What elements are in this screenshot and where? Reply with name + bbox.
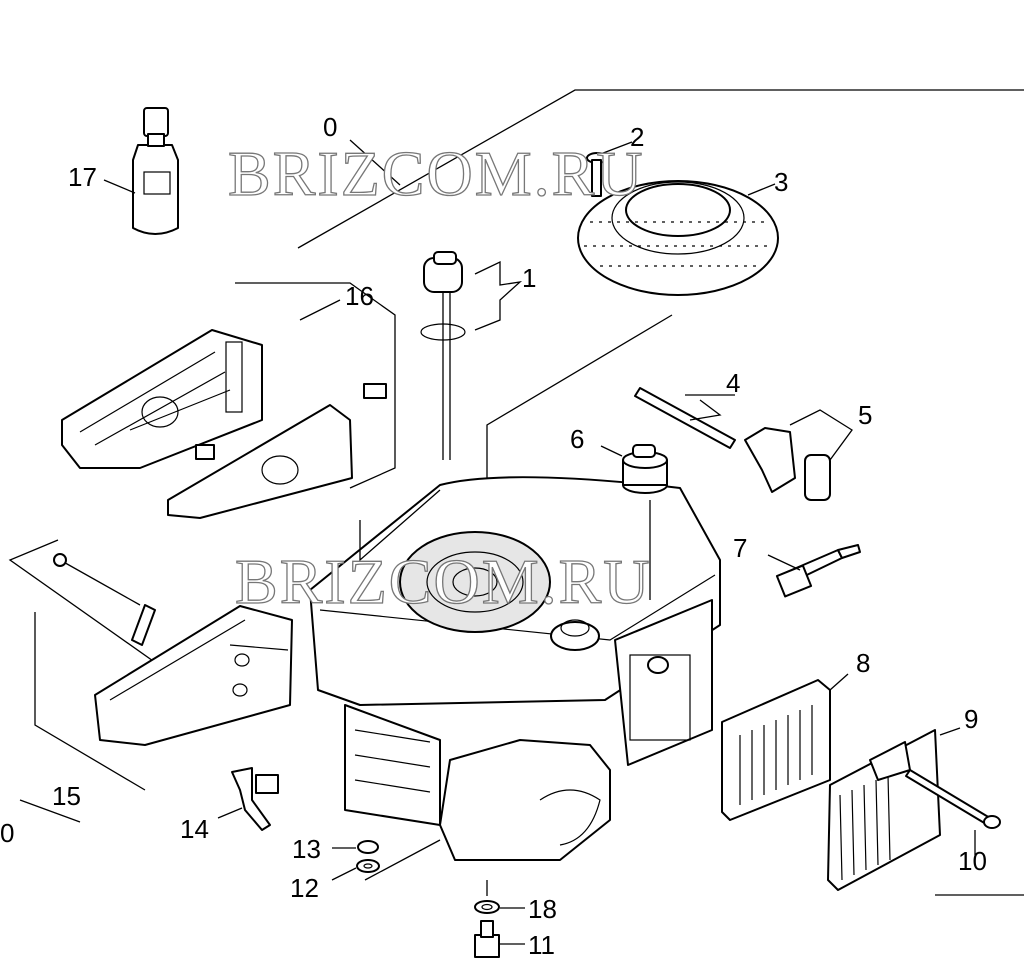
label-10: 10 <box>958 846 987 876</box>
spark-plug-part <box>767 544 861 598</box>
label-17: 17 <box>68 162 97 192</box>
filter-cover-part <box>827 727 961 891</box>
label-6: 6 <box>570 424 584 454</box>
label-13: 13 <box>292 834 321 864</box>
watermark-top: BRIZCOM.RU <box>228 138 645 209</box>
oil-bottle-part <box>103 107 179 235</box>
label-1: 1 <box>522 263 536 293</box>
label-4: 4 <box>726 368 740 398</box>
leader-line-0 <box>349 139 401 186</box>
label-18: 18 <box>528 894 557 924</box>
label-5: 5 <box>858 400 872 430</box>
label-8: 8 <box>856 648 870 678</box>
label-15: 15 <box>52 781 81 811</box>
dipstick-part <box>420 251 523 460</box>
bracket-part <box>61 282 396 519</box>
muffler-part <box>53 553 293 746</box>
label-0: 0 <box>323 112 337 142</box>
oil-cap-part <box>600 444 668 600</box>
label-2: 2 <box>630 122 644 152</box>
label-11: 11 <box>528 930 555 960</box>
fasteners-part <box>331 839 525 958</box>
label-14: 14 <box>180 814 209 844</box>
clip-part <box>217 767 279 831</box>
screw-part <box>586 141 633 197</box>
label-9: 9 <box>964 704 978 734</box>
watermark-middle: BRIZCOM.RU <box>235 546 652 617</box>
label-16: 16 <box>345 281 374 311</box>
label-0-left: 0 <box>0 818 14 848</box>
air-filter-part <box>721 673 849 821</box>
label-12: 12 <box>290 873 319 903</box>
assembly-outline <box>8 89 1024 896</box>
engine-block-part <box>309 314 721 861</box>
knob-part <box>744 409 853 501</box>
label-3: 3 <box>774 167 788 197</box>
shaft-part <box>634 387 736 449</box>
part-number-labels: 17 0 2 3 1 16 4 5 6 7 8 9 15 0 14 13 12 … <box>0 112 987 960</box>
bolt-part <box>905 769 1001 855</box>
starter-cover-part <box>577 180 779 296</box>
label-7: 7 <box>733 533 747 563</box>
